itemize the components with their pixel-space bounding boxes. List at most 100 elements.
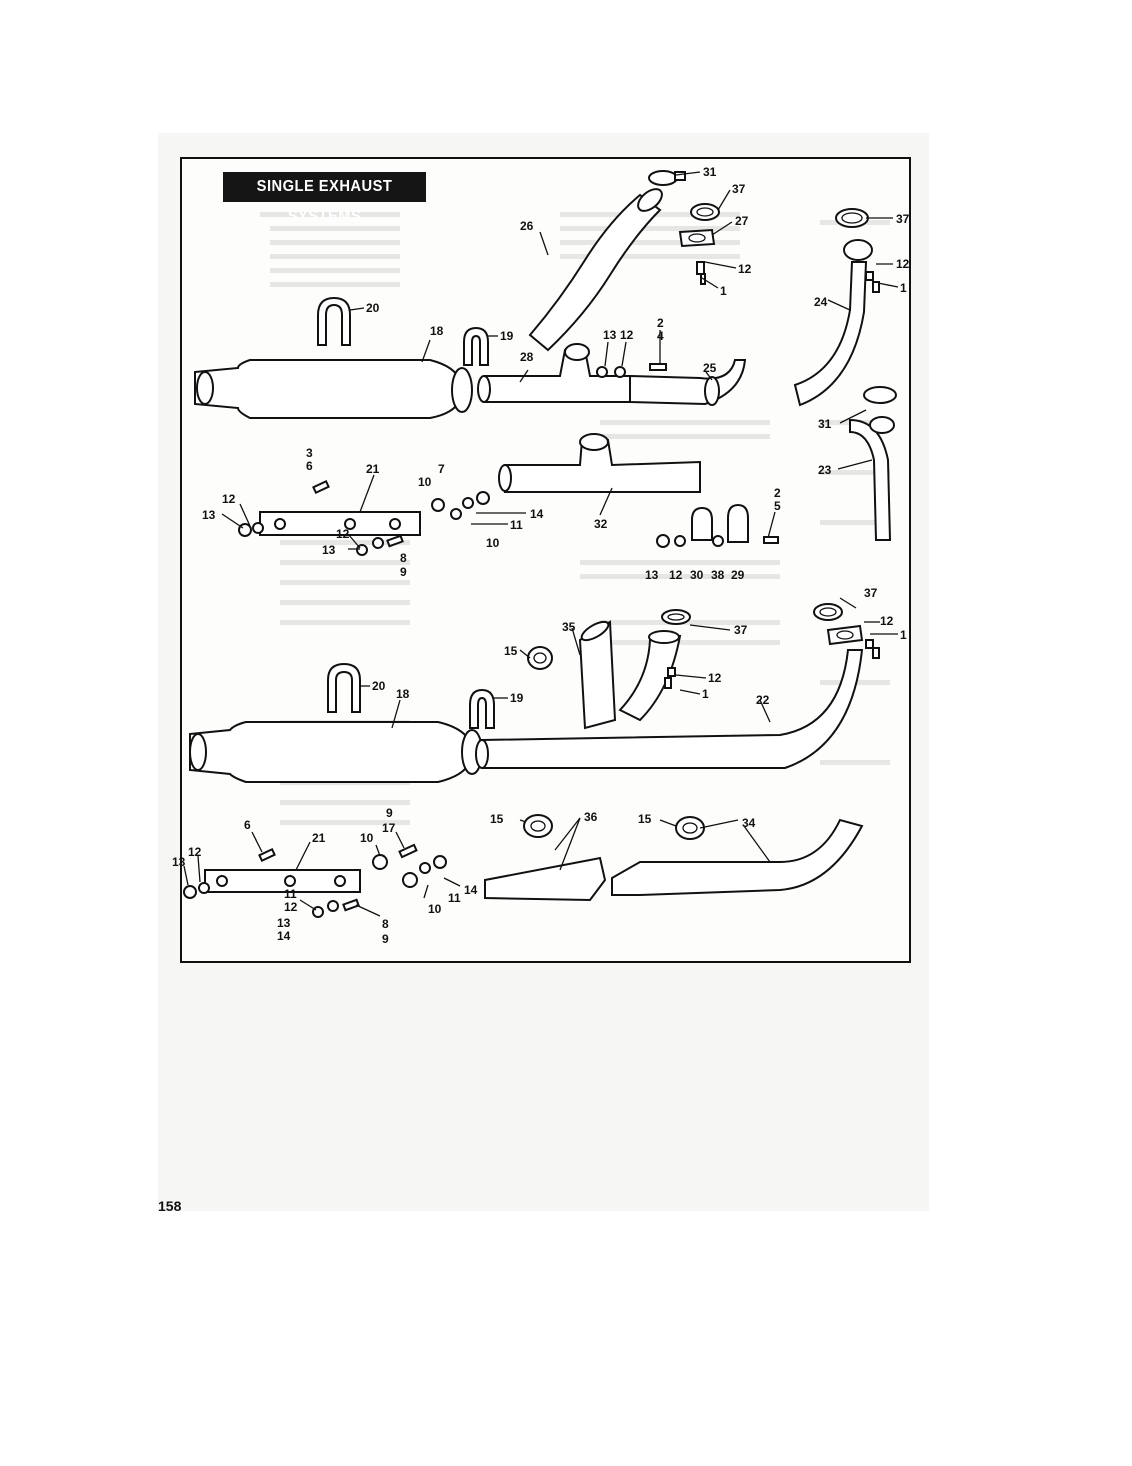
callout-26: 26 xyxy=(520,219,534,233)
upper-clamp-20 xyxy=(317,296,351,346)
flange-27 xyxy=(678,228,716,248)
callout-10-upper-b: 10 xyxy=(486,536,500,550)
callout-10-lower-b: 10 xyxy=(428,902,442,916)
callout-10-lower-a: 10 xyxy=(360,831,374,845)
lower-small-parts xyxy=(183,639,880,918)
callout-12-lower-left: 12 xyxy=(188,845,202,859)
callout-12-upper-mid: 12 xyxy=(336,527,350,541)
callout-11-lower-right: 11 xyxy=(448,891,461,905)
callout-24: 24 xyxy=(814,295,828,309)
title-banner: SINGLE EXHAUST SYSTEMS xyxy=(223,172,426,225)
crossover-28 xyxy=(477,343,631,403)
callout-18-lower: 18 xyxy=(396,687,410,701)
lower-rear-pipe xyxy=(618,630,682,722)
callout-2-upper: 2 xyxy=(657,316,664,330)
callout-3-upper: 3 xyxy=(306,446,313,460)
callout-12-lower-right: 12 xyxy=(880,614,894,628)
callout-37-lower-right: 37 xyxy=(864,586,878,600)
bolt-1-top xyxy=(696,261,706,285)
callout-13-upper-mid: 13 xyxy=(322,543,336,557)
callout-14-upper: 14 xyxy=(530,507,544,521)
flange-lower-right xyxy=(826,624,864,646)
callout-13-mid: 13 xyxy=(645,568,659,582)
callout-28: 28 xyxy=(520,350,534,364)
callout-17: 17 xyxy=(382,821,396,835)
callout-13-lower-left: 13 xyxy=(172,855,186,869)
tailpipe-36 xyxy=(484,856,607,902)
tailpipe-34 xyxy=(611,818,864,896)
callout-1-right: 1 xyxy=(900,281,907,295)
callout-labels: 31 37 27 26 12 1 37 12 1 24 20 18 19 13 … xyxy=(172,165,910,946)
callout-29: 29 xyxy=(731,568,745,582)
lower-clamp-20 xyxy=(327,662,361,713)
callout-9-lower: 9 xyxy=(382,932,389,946)
lower-clamp-19 xyxy=(469,688,495,729)
callout-6-lower: 6 xyxy=(244,818,251,832)
callout-1-lower: 1 xyxy=(702,687,709,701)
callout-12-lower: 12 xyxy=(708,671,722,685)
callout-12-top: 12 xyxy=(738,262,752,276)
upper-muffler xyxy=(194,359,473,419)
callout-30: 30 xyxy=(690,568,704,582)
callout-14-lower-left: 14 xyxy=(277,929,291,943)
callout-14-lower-right: 14 xyxy=(464,883,478,897)
front-pipe-24 xyxy=(793,239,873,407)
callout-12-mid: 12 xyxy=(669,568,683,582)
callout-1-lower-right: 1 xyxy=(900,628,907,642)
leader-lines xyxy=(183,171,899,917)
callout-7: 7 xyxy=(438,462,445,476)
callout-27: 27 xyxy=(735,214,749,228)
callout-15-lower-left: 15 xyxy=(490,812,504,826)
callout-18-upper: 18 xyxy=(430,324,444,338)
callout-1-top: 1 xyxy=(720,284,727,298)
callout-35: 35 xyxy=(562,620,576,634)
callout-8-upper: 8 xyxy=(400,551,407,565)
callout-25: 25 xyxy=(703,361,717,375)
crossover-32 xyxy=(498,433,701,493)
callout-13-upper: 13 xyxy=(603,328,617,342)
callout-10-upper-a: 10 xyxy=(418,475,432,489)
callout-37-top: 37 xyxy=(732,182,746,196)
callout-13-upper-left: 13 xyxy=(202,508,216,522)
callout-37-lower: 37 xyxy=(734,623,748,637)
callout-23: 23 xyxy=(818,463,832,477)
callout-11-upper: 11 xyxy=(510,518,523,532)
front-pipe-25 xyxy=(629,359,747,406)
lower-muffler xyxy=(189,721,483,783)
lower-bracket-21 xyxy=(204,869,361,893)
upper-bracket-21 xyxy=(259,511,421,536)
clamp-31-right xyxy=(863,386,897,404)
callout-20-upper: 20 xyxy=(366,301,380,315)
callout-19-upper: 19 xyxy=(500,329,514,343)
callout-12-upper-left: 12 xyxy=(222,492,236,506)
gasket-37-top xyxy=(690,203,720,221)
callout-13-lower-mid: 13 xyxy=(277,916,291,930)
callout-12-lower-mid: 12 xyxy=(284,900,298,914)
callout-31-right: 31 xyxy=(818,417,832,431)
clamp-31-top xyxy=(648,170,686,186)
rear-pipe-26 xyxy=(528,188,663,352)
callout-37-right: 37 xyxy=(896,212,910,226)
callout-31-top: 31 xyxy=(703,165,717,179)
front-pipe-23 xyxy=(849,416,895,541)
callout-19-lower: 19 xyxy=(510,691,524,705)
callout-5: 5 xyxy=(774,499,781,513)
callout-20-lower: 20 xyxy=(372,679,386,693)
callout-9-upper: 9 xyxy=(400,565,407,579)
rear-pipe-22 xyxy=(475,649,864,769)
callout-15-upper: 15 xyxy=(504,644,518,658)
gasket-37-lower xyxy=(661,609,691,625)
callout-38: 38 xyxy=(711,568,725,582)
callout-9-lower-top: 9 xyxy=(386,806,393,820)
callout-12-upper: 12 xyxy=(620,328,634,342)
callout-21-lower: 21 xyxy=(312,831,326,845)
page-number: 158 xyxy=(158,1198,182,1214)
pipe-35 xyxy=(578,620,617,730)
callout-22: 22 xyxy=(756,693,770,707)
callout-15-lower-mid: 15 xyxy=(638,812,652,826)
gasket-37-lower-right xyxy=(813,603,843,621)
callout-8-lower: 8 xyxy=(382,917,389,931)
callout-21-upper: 21 xyxy=(366,462,380,476)
hose-clamps-15 xyxy=(523,646,705,840)
